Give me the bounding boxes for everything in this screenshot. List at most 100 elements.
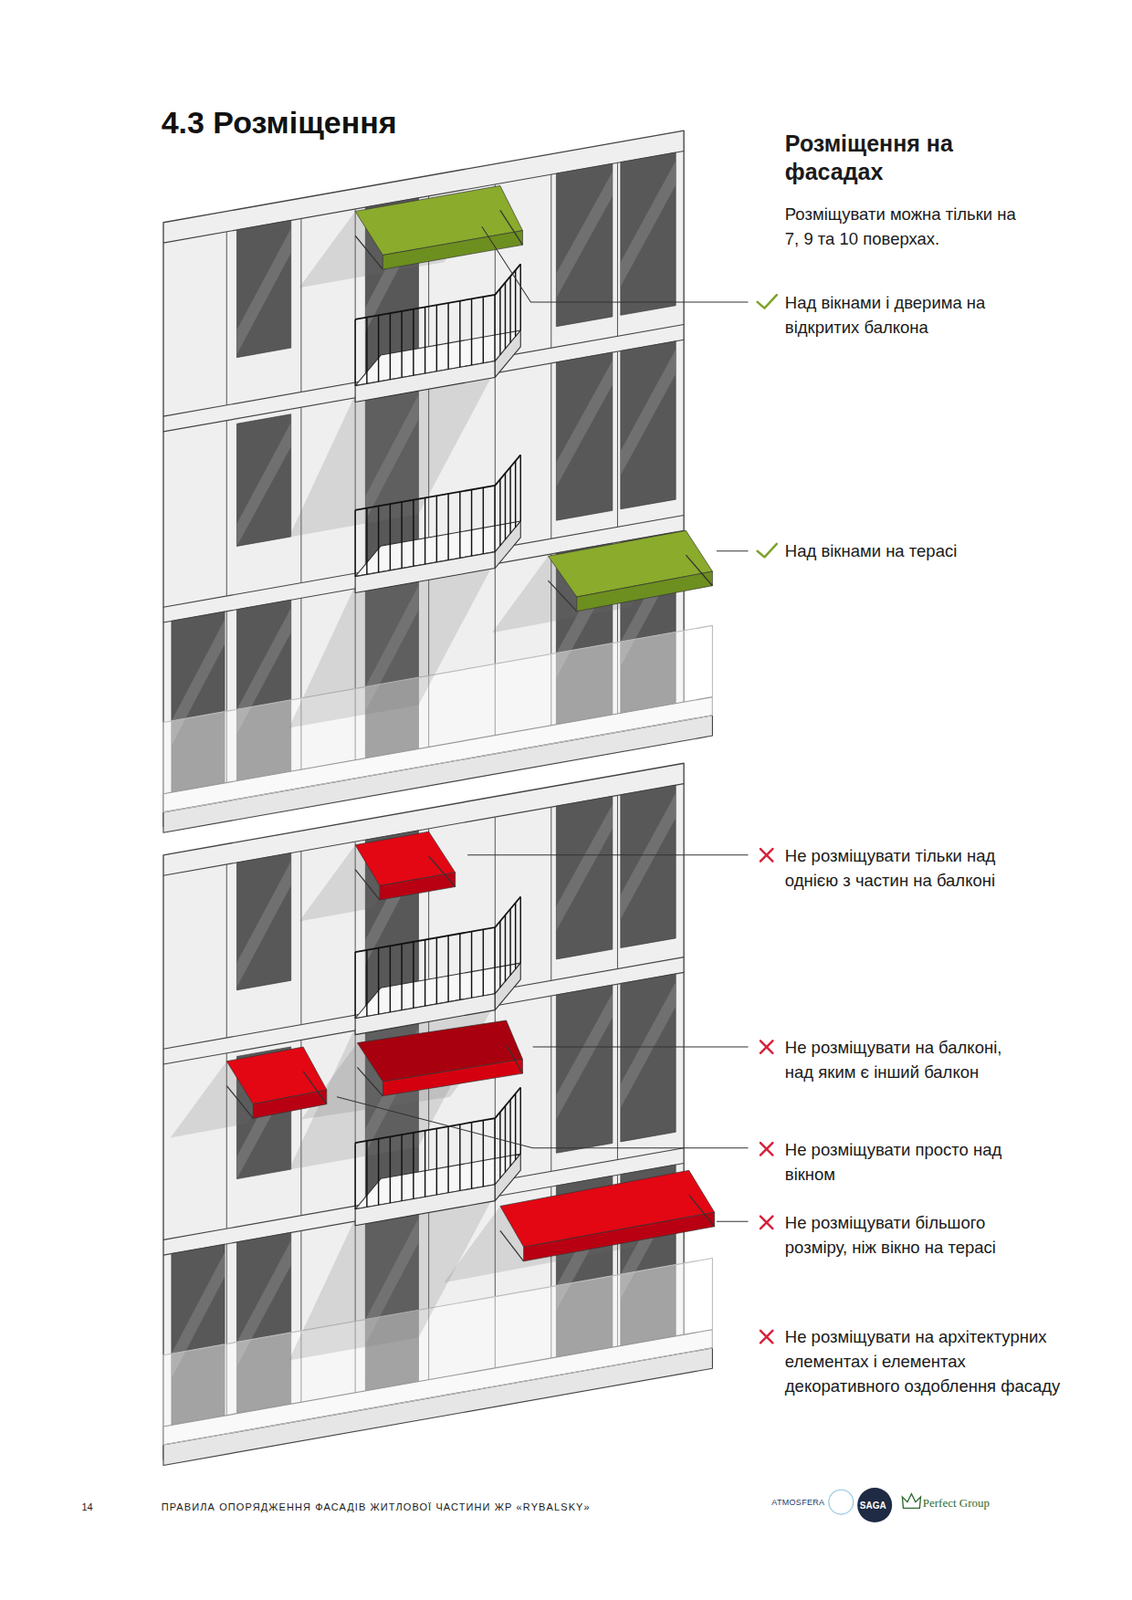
railing-bar xyxy=(471,489,472,556)
railing-bar xyxy=(504,1106,506,1174)
page-number: 14 xyxy=(81,1500,118,1514)
railing-bar xyxy=(436,304,438,372)
railing-bar xyxy=(412,942,414,1009)
cross-icon xyxy=(760,849,773,861)
railing-bar xyxy=(389,313,391,380)
mullion xyxy=(617,162,619,336)
window-glass xyxy=(620,341,676,510)
cross-icon xyxy=(760,1040,773,1053)
awning-arm xyxy=(500,209,524,245)
window-glare xyxy=(236,422,291,547)
section-heading: Розміщення на фасадах xyxy=(785,129,1032,187)
railing-bar xyxy=(447,1126,449,1194)
mullion xyxy=(617,351,619,527)
railing-bar xyxy=(412,500,414,567)
cross-stroke xyxy=(760,849,773,861)
window-glass xyxy=(620,152,676,315)
facade-panel xyxy=(163,130,713,833)
window-glare xyxy=(620,793,676,920)
mullion xyxy=(550,363,552,539)
logo-text: ATMOSFERA xyxy=(771,1497,836,1509)
railing-bar xyxy=(400,1134,402,1202)
mullion xyxy=(550,807,552,981)
railing-bar xyxy=(447,935,449,1003)
railing-bar xyxy=(377,314,379,382)
railing-bar xyxy=(366,950,367,1017)
leader-line xyxy=(716,550,749,552)
railing-top xyxy=(355,454,521,511)
railing-bar xyxy=(493,927,495,995)
railing-bar xyxy=(482,296,484,364)
railing-bar xyxy=(436,937,438,1005)
window-glass xyxy=(555,796,612,960)
awning-valance xyxy=(576,571,713,612)
railing-bar xyxy=(509,276,511,344)
railing-bar xyxy=(504,282,506,349)
railing-bar xyxy=(436,1128,438,1195)
railing-bar xyxy=(459,1124,461,1192)
railing-bar xyxy=(520,454,522,522)
window-glare xyxy=(236,860,291,987)
mullion xyxy=(617,795,619,969)
awning-valance xyxy=(382,1058,523,1096)
mullion xyxy=(300,851,302,1026)
callout-text: Над вікнами на терасі xyxy=(785,538,1041,564)
railing-bar xyxy=(493,294,495,362)
railing-bar xyxy=(493,1118,495,1185)
railing-bar xyxy=(499,1111,501,1179)
railing-bar xyxy=(354,952,356,1019)
callout-text: Не розміщувати більшого розміру, ніж вік… xyxy=(785,1210,1032,1260)
leader-line xyxy=(467,854,748,856)
railing-bar xyxy=(514,461,516,528)
railing-bar xyxy=(366,317,367,385)
cross-stroke xyxy=(760,1331,773,1343)
mullion xyxy=(300,218,302,392)
window-glare xyxy=(620,349,676,476)
cross-stroke xyxy=(760,849,773,861)
logo-text: SAGA xyxy=(857,1499,889,1512)
railing-bar xyxy=(400,502,402,569)
cross-icon xyxy=(760,1331,773,1343)
mullion xyxy=(550,174,552,348)
railing-bar xyxy=(354,1142,356,1210)
balcony-slab-side xyxy=(494,1153,521,1201)
cross-stroke xyxy=(760,1331,773,1343)
window-glare xyxy=(555,360,612,487)
railing-bar xyxy=(447,303,449,370)
railing-bar xyxy=(424,940,426,1007)
leader-line xyxy=(482,226,749,303)
crown-icon xyxy=(901,1494,921,1510)
railing-bar xyxy=(436,495,438,563)
logo-text: Perfect Group xyxy=(922,1496,1024,1511)
callout-text: Не розміщувати просто над вікном xyxy=(785,1137,1032,1187)
railing-bar xyxy=(471,932,472,999)
railing-bar xyxy=(389,1136,391,1204)
mullion xyxy=(226,420,228,597)
railing-bar xyxy=(509,467,511,535)
railing-bar xyxy=(482,929,484,996)
section-note: Розміщувати можна тільки на 7, 9 та 10 п… xyxy=(785,201,1028,252)
cross-stroke xyxy=(760,1216,773,1229)
page-title: 4.3 Розміщення xyxy=(161,104,398,141)
railing-bar xyxy=(509,909,511,976)
mullion xyxy=(226,231,228,406)
window-glare xyxy=(620,160,676,287)
window-glare xyxy=(555,993,612,1120)
awning-valance xyxy=(379,872,456,901)
cross-stroke xyxy=(760,1040,773,1053)
railing-bar xyxy=(377,505,379,573)
railing-bar xyxy=(424,306,426,374)
logos xyxy=(828,1488,922,1523)
cross-icon xyxy=(760,1142,773,1155)
railing-bar xyxy=(400,311,402,378)
window-glass xyxy=(555,985,612,1153)
awning-arm xyxy=(689,1194,715,1227)
railing-bar xyxy=(499,921,501,988)
leader-line xyxy=(336,1097,749,1149)
window-glare xyxy=(555,171,612,298)
window-glare xyxy=(620,982,676,1109)
cross-icon xyxy=(760,1216,773,1229)
logo-badge xyxy=(857,1488,892,1523)
railing-bar xyxy=(354,319,356,387)
railing-top xyxy=(355,896,521,953)
